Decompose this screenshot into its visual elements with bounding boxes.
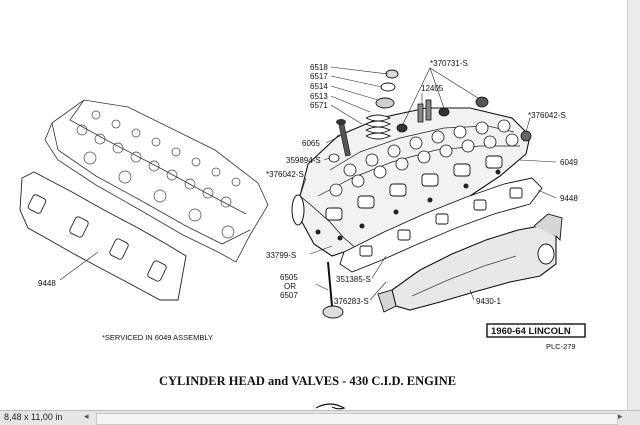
right-head-bolts xyxy=(315,169,501,241)
footnote: *SERVICED IN 6049 ASSEMBLY xyxy=(102,333,213,342)
diagram-caption: CYLINDER HEAD and VALVES - 430 C.I.D. EN… xyxy=(159,374,456,388)
year-stamp: 1960-64 LINCOLN xyxy=(491,326,571,337)
plug-359894 xyxy=(328,153,340,163)
label-6518: 6518 xyxy=(310,63,328,72)
scroll-right-icon[interactable]: ▸ xyxy=(618,411,623,421)
label-or: OR xyxy=(284,282,296,291)
vertical-scrollbar[interactable] xyxy=(627,0,640,410)
label-12405: 12405 xyxy=(421,84,444,93)
plug-376042-left xyxy=(291,194,305,226)
right-exhaust-gasket xyxy=(339,177,543,273)
label-6513: 6513 xyxy=(310,92,328,101)
label-9430-1: 9430-1 xyxy=(476,297,501,306)
label-376283-s: 376283-S xyxy=(334,297,369,306)
label-9448-right: 9448 xyxy=(560,194,578,203)
status-bar: 8,48 x 11,00 in ◂ ▸ xyxy=(0,410,640,425)
label-370731-s: *370731-S xyxy=(430,59,468,68)
label-376042-s-right: *376042-S xyxy=(528,111,566,120)
right-head-springs xyxy=(329,119,519,197)
label-6571: 6571 xyxy=(310,101,328,110)
leader-9448-left xyxy=(59,251,99,281)
page-size-readout: 8,48 x 11,00 in xyxy=(4,412,63,422)
label-6049: 6049 xyxy=(560,158,578,167)
rocker-studs xyxy=(396,96,532,142)
scroll-left-icon[interactable]: ◂ xyxy=(84,411,89,421)
leader-lines xyxy=(299,66,557,301)
label-359894-s: 359894-S xyxy=(286,156,321,165)
left-cylinder-head-outline xyxy=(44,99,269,263)
valve-spring-stack xyxy=(365,69,399,140)
parts-diagram: 6518 6517 6514 6513 6571 6065 359894-S *… xyxy=(19,59,586,410)
label-9448-left: 9448 xyxy=(38,279,56,288)
exhaust-manifold xyxy=(377,213,563,313)
label-33799-s: 33799-S xyxy=(266,251,296,260)
plate-code: PLC-279 xyxy=(546,342,576,351)
next-page-fragment xyxy=(315,403,346,410)
label-376042-s-left: *376042-S xyxy=(266,170,304,179)
horizontal-scrollbar[interactable] xyxy=(96,413,618,425)
left-intake-gasket xyxy=(19,171,187,301)
year-stamp-box xyxy=(486,323,586,338)
valve-6505 xyxy=(322,261,344,319)
head-bolt-6065 xyxy=(336,119,351,157)
label-351385-s: 351385-S xyxy=(336,275,371,284)
label-6507: 6507 xyxy=(280,291,298,300)
label-6517: 6517 xyxy=(310,72,328,81)
label-6514: 6514 xyxy=(310,82,328,91)
label-6505: 6505 xyxy=(280,273,298,282)
label-6065: 6065 xyxy=(302,139,320,148)
right-head-ports xyxy=(325,155,503,221)
left-head-ports xyxy=(76,110,241,239)
